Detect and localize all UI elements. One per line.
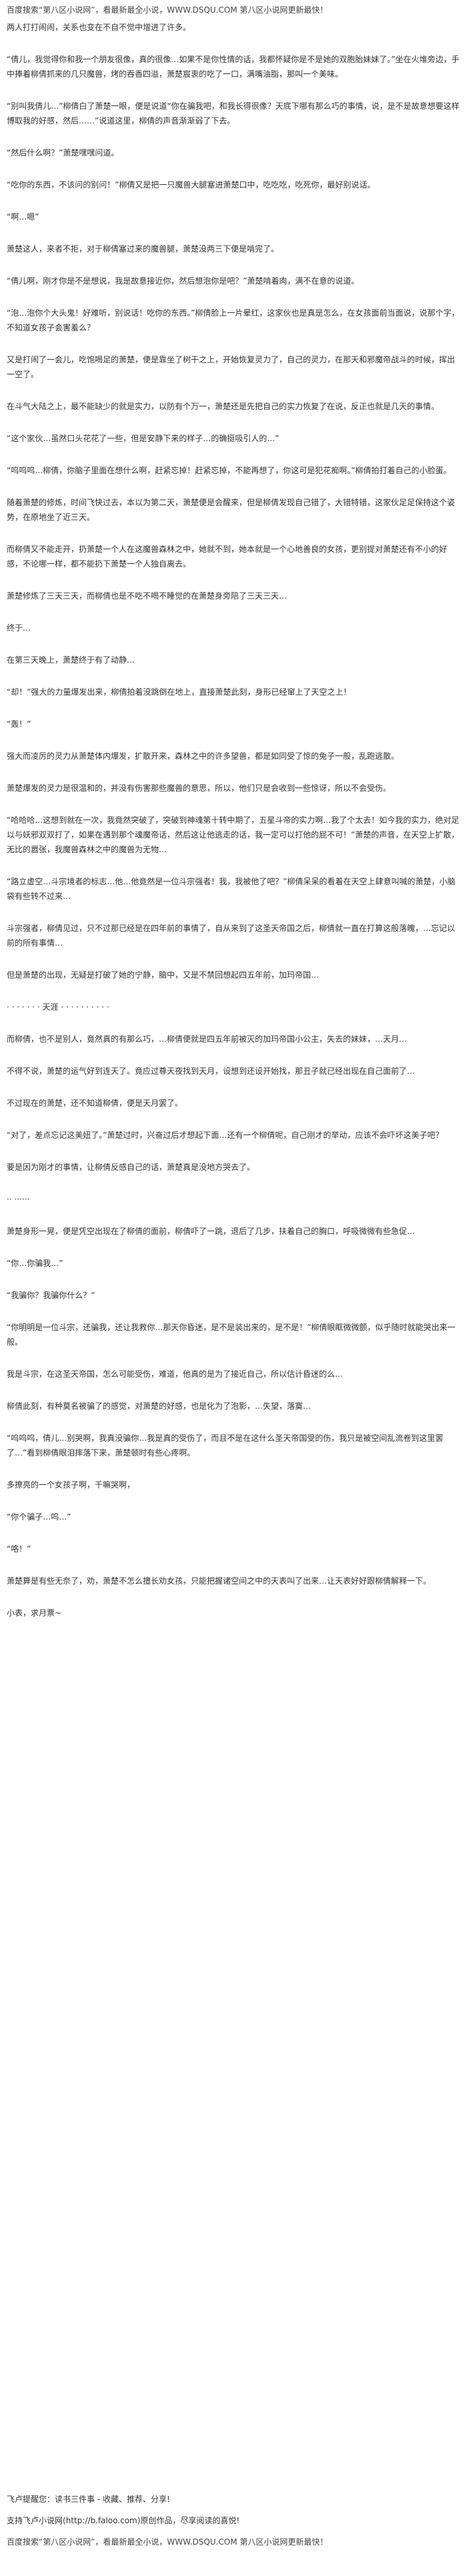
paragraph: 柳倩此刻，有种莫名被骗了的感觉，对萧楚的好感，也是化为了泡影，…失望，落寞… (7, 1401, 312, 1411)
paragraph: “路立虚空…斗宗境者的标志…他…他竟然是一位斗宗强者！我，我被他了吧？”柳倩呆呆… (7, 877, 456, 901)
paragraph: 萧楚身形一晃，便是凭空出现在了柳倩的面前，柳倩吓了一跳，退后了几步，扶着自己的胸… (7, 1227, 416, 1236)
paragraph: “却！”强大的力量爆发出来，柳倩拍着没跳倒在地上，直接萧楚此刻，身形已经窜上了天… (7, 687, 352, 697)
footer-site-notice: 百度搜索“第八区小说网”，看最新最全小说，WWW.DSQU.COM 第八区小说网… (7, 2537, 328, 2547)
paragraph: 萧楚修炼了三天三天，而柳倩也是不吃不喝不睡觉的在萧楚身旁陪了三天三天… (7, 591, 288, 601)
paragraph: 萧楚算是有些无奈了，劝，萧楚不怎么擅长劝女孩，只能把握诸空间之中的天表叫了出来…… (7, 1576, 432, 1586)
paragraph: 又是打闹了一会儿，吃饱喝足的萧楚，便是靠坐了树干之上，开始恢复灵力了，自己的灵力… (7, 355, 456, 379)
paragraph: “倩儿啊，刚才你是不是想说，我是故意接近你，然后想泡你是吧？”萧楚啃着肉，满不在… (7, 276, 360, 286)
paragraph: 不过现在的萧楚，还不知道柳倩，便是天月罢了。 (7, 1098, 183, 1108)
paragraph: 但是萧楚的出现，无疑是打破了她的宁静，脑中，又是不禁回想起四五年前，加玛帝国… (7, 970, 320, 980)
paragraph: 两人打打闹闹，关系也变在不自不觉中增进了许多。 (7, 23, 191, 32)
paragraph: 在斗气大陆之上，最不能缺少的就是实力，以防有个万一，萧楚还是先把自己的实力恢复了… (7, 402, 440, 411)
footer-reading-tip: 飞卢提醒您：读书三件事 - 收藏、推荐、分享! (7, 2495, 170, 2504)
paragraph: 要是因为刚才的事情，让柳倩反感自己的话，萧楚真是没地方哭去了。 (7, 1163, 256, 1172)
paragraph: “咯！” (7, 1544, 31, 1554)
paragraph: “我骗你？我骗你什么？” (7, 1291, 95, 1300)
paragraph: “呜呜呜，倩儿…别哭啊，我真没骗你…我是真的受伤了，而且不是在这什么圣天帝国受的… (7, 1433, 444, 1458)
paragraph: “吃你的东西，不该问的别问！”柳倩又是把一只魔兽大腿塞进萧楚口中，吃吃吃，吃死你… (7, 180, 376, 190)
paragraph: “泡…泡你个大头鬼！好难听，别说话！吃你的东西。”柳倩脸上一片晕红，这家伙也是真… (7, 308, 460, 332)
paragraph: “呜呜呜…柳倩，你脑子里面在想什么啊，赶紧忘掉！赶紧忘掉，不能再想了，你这可是犯… (7, 466, 452, 475)
paragraph: 斗宗强者，柳倩见过，只不过那已经是在四年前的事情了，自从来到了这圣天帝国之后，柳… (7, 924, 456, 948)
paragraph: “别叫我倩儿…”柳倩白了萧楚一眼，便是说道“你在骗我吧，和我长得很像？天底下哪有… (7, 101, 460, 125)
paragraph: 而柳倩，也不是别人，竟然真的有那么巧，…柳倩便就是四五年前被灭的加玛帝国小公主，… (7, 1034, 408, 1044)
paragraph: “对了，差点忘记这美妞了。”萧楚过时，兴奋过后才想起下面…还有一个柳倩呢，自己刚… (7, 1131, 444, 1140)
paragraph: 小表，求月票~ (7, 1608, 62, 1618)
paragraph: “你…你骗我…” (7, 1259, 63, 1268)
paragraph: 多撩亮的一个女孩子啊，千嘛哭啊， (7, 1480, 135, 1490)
paragraph: “倩儿，我觉得你和我一个朋友很像，真的很像…如果不是你性情的话，我都怀疑你是不是… (7, 55, 460, 79)
paragraph: 强大而凌厉的灵力从萧楚体内爆发，扩散开来，森林之中的许多望兽，都是如同受了惊的兔… (7, 751, 400, 761)
page-footer: 飞卢提醒您：读书三件事 - 收藏、推荐、分享! 支持飞卢小说网(http://b… (7, 2492, 460, 2556)
paragraph: 萧楚爆发的灵力是很温和的，并没有伤害那些魔兽的意思，所以，他们只是会收到一些惊讶… (7, 783, 392, 793)
paragraph: 终于… (7, 623, 31, 633)
paragraph: “轰！” (7, 719, 31, 729)
paragraph: · · · · · · · 天涯 · · · · · · · · · · (7, 1002, 109, 1012)
site-header-notice: 百度搜索“第八区小说网”，看最新最全小说，WWW.DSQU.COM 第八区小说网… (7, 5, 328, 15)
paragraph: 在第三天晚上，萧楚终于有了动静… (7, 655, 135, 665)
paragraph: 不得不说，萧楚的运气好到连天了。竟应过尊天夜找到天月，设想到还设开始找，那丑子就… (7, 1066, 416, 1076)
paragraph: ·· ······ (7, 1195, 30, 1204)
paragraph: 我是斗宗，在这圣天帝国，怎么可能受伤，难道，他真的是为了接近自己，所以估计昏迷的… (7, 1369, 344, 1379)
chapter-content: 两人打打闹闹，关系也变在不自不觉中增进了许多。 “倩儿，我觉得你和我一个朋友很像，… (7, 20, 460, 1620)
paragraph: 而柳倩又不能走开，扔萧楚一个人在这魔兽森林之中，她就不到，她本就是一个心地善良的… (7, 545, 448, 569)
paragraph: “你个骗子…呜…” (7, 1512, 71, 1522)
paragraph: “哈哈哈…这想到就在一次，我竟然突破了，突破到神魂第十转中期了，五星斗帝的实力啊… (7, 816, 460, 854)
paragraph: “啊…嗯” (7, 212, 39, 222)
paragraph: “你明明是一位斗宗，还骗我，还让我救你…那天你昏迷，是不是装出来的，是不是！”柳… (7, 1323, 456, 1347)
paragraph: “然后什么啊？”萧楚嘿嘿问道。 (7, 148, 119, 157)
paragraph: 随着萧楚的修炼，时间飞快过去，本以为第二天，萧楚便是会醒来，但是柳倩发现自己错了… (7, 498, 456, 522)
paragraph: “这个家伙…虽然口头花花了一些，但是安静下来的样子…的确挺吸引人的…” (7, 434, 280, 443)
footer-support-note: 支持飞卢小说网(http://b.faloo.com)原创作品，尽享阅读的喜悦! (7, 2516, 240, 2525)
paragraph: 萧楚这人，来者不拒，对于柳倩塞过来的魔兽腿，萧楚没两三下便是啃完了。 (7, 244, 280, 254)
